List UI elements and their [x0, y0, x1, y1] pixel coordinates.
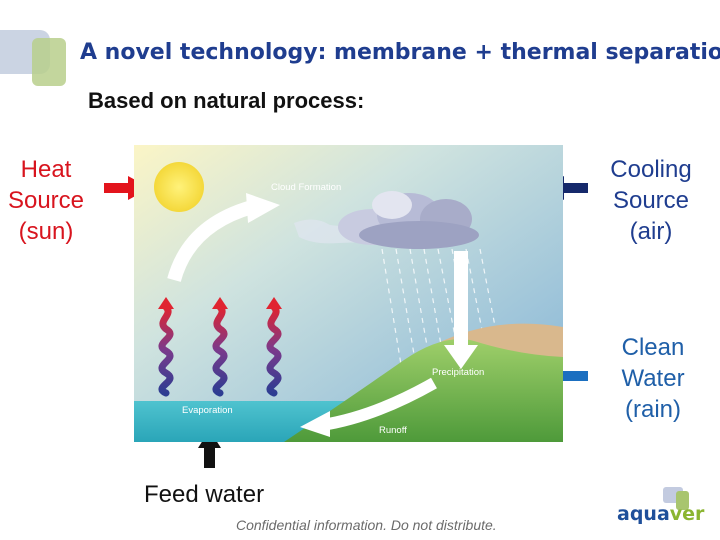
steam-arrow-icon [212, 297, 228, 309]
precipitation-arrow [454, 251, 468, 347]
cloud-icon [294, 191, 479, 249]
cooling-label-line-2: Source [612, 187, 690, 214]
evaporation-label: Evaporation [182, 405, 233, 416]
slide-title: A novel technology: membrane + thermal s… [80, 40, 720, 65]
cloud-formation-label: Cloud Formation [271, 182, 341, 193]
logo-mark-green [676, 491, 689, 510]
evaporation-arrow-head [246, 193, 280, 223]
clean-label-line-3: (rain) [624, 396, 681, 423]
slide-subtitle: Based on natural process: [88, 88, 365, 113]
precipitation-label: Precipitation [432, 367, 484, 378]
sun-icon [154, 162, 204, 212]
heat-label-line-1: Heat [20, 156, 72, 183]
evaporation-arc-arrow [167, 200, 255, 283]
steam-squiggles [158, 303, 282, 397]
clean-label-line-2: Water [621, 365, 685, 392]
cooling-label-line-3: (air) [629, 218, 673, 245]
steam-arrow-icon [158, 297, 174, 309]
runoff-arrow-head [300, 411, 330, 437]
heat-label-line-2: Source [7, 187, 85, 214]
heat-label-line-3: (sun) [18, 218, 74, 245]
clean-label-line-1: Clean [621, 334, 685, 361]
cooling-source-label: Cooling Source (air) [596, 154, 706, 247]
steam-arrow-icon [266, 297, 282, 309]
aquaver-logo: aquaver [617, 503, 704, 525]
heat-source-label: Heat Source (sun) [0, 154, 92, 247]
logo-text-part2: ver [669, 503, 705, 525]
water-cycle-diagram: Cloud Formation Precipitation Evaporatio… [134, 145, 563, 442]
precipitation-arrow-head [444, 345, 478, 369]
runoff-arrow [321, 377, 437, 431]
logo-text-part1: aqua [617, 503, 670, 525]
confidential-footer: Confidential information. Do not distrib… [236, 517, 497, 533]
corner-decoration-green [32, 38, 66, 86]
feed-water-label: Feed water [144, 481, 265, 508]
clean-water-label: Clean Water (rain) [600, 332, 706, 425]
cooling-label-line-1: Cooling [610, 156, 692, 183]
runoff-label: Runoff [379, 425, 407, 436]
